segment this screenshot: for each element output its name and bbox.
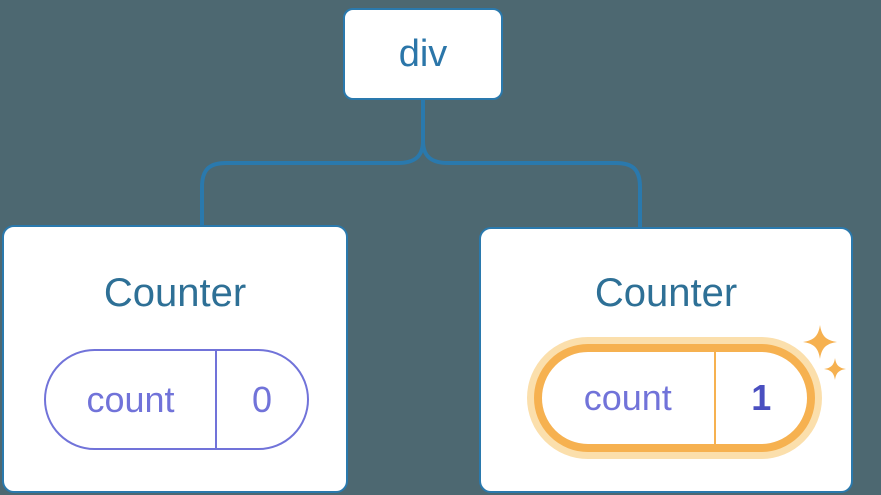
counter-card-right: Counter count 1 <box>479 227 853 493</box>
state-value-cell: 1 <box>716 352 807 444</box>
component-title: Counter <box>594 271 738 315</box>
connector-branch-left <box>200 140 425 226</box>
state-key-label: count <box>86 378 175 420</box>
root-node-div: div <box>343 8 503 100</box>
counter-card-left: Counter count 0 <box>2 225 348 493</box>
state-key-cell: count <box>46 351 217 448</box>
state-key-label: count <box>583 377 672 418</box>
root-node-label: div <box>398 32 448 75</box>
sparkle-small <box>824 358 846 380</box>
state-pill-count-0: count 0 <box>44 349 309 450</box>
state-value-label: 0 <box>251 378 272 420</box>
connector-branch-right <box>421 140 642 228</box>
state-pill-count-1-highlighted: count 1 <box>534 344 815 452</box>
state-value-label: 1 <box>751 377 772 418</box>
component-title: Counter <box>103 271 247 315</box>
sparkle-large <box>803 325 837 359</box>
state-value-cell: 0 <box>217 351 307 448</box>
state-key-cell: count <box>542 352 716 444</box>
